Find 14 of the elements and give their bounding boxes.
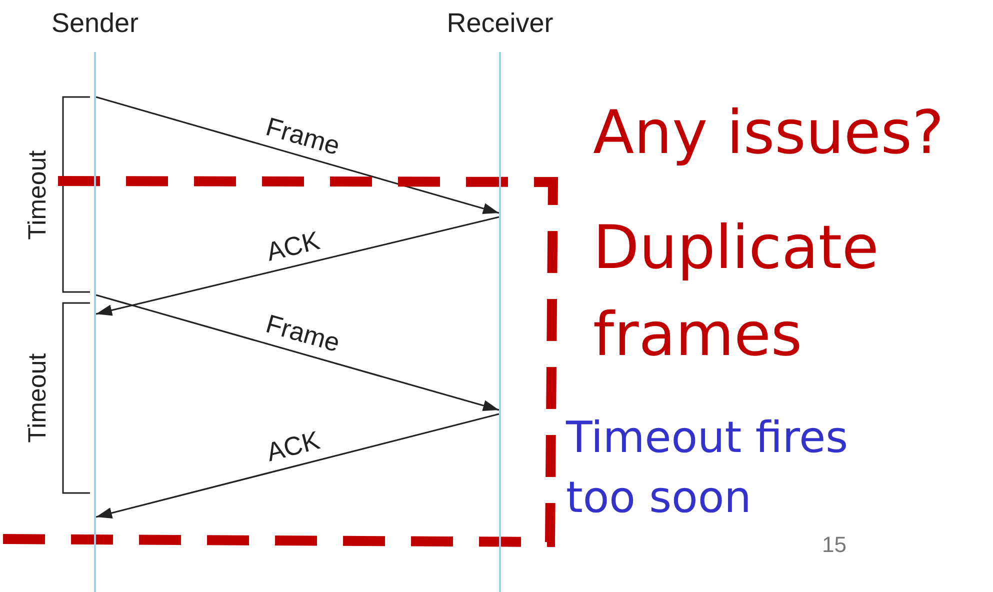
message-arrow xyxy=(96,294,500,411)
timeout-label: Timeout xyxy=(24,353,52,443)
note-text: Timeout fires too soon xyxy=(566,412,849,526)
message-arrow xyxy=(96,216,500,316)
answer-text: Duplicate frames xyxy=(593,212,880,372)
message-arrow xyxy=(96,96,500,214)
participant-label: Sender xyxy=(51,8,139,39)
question-text: Any issues? xyxy=(593,100,945,166)
participant-label: Receiver xyxy=(446,8,554,39)
lifeline xyxy=(94,52,96,592)
lifeline xyxy=(499,52,501,592)
page-number: 15 xyxy=(822,533,846,558)
timeout-label: Timeout xyxy=(24,150,52,240)
message-arrow xyxy=(96,413,500,518)
